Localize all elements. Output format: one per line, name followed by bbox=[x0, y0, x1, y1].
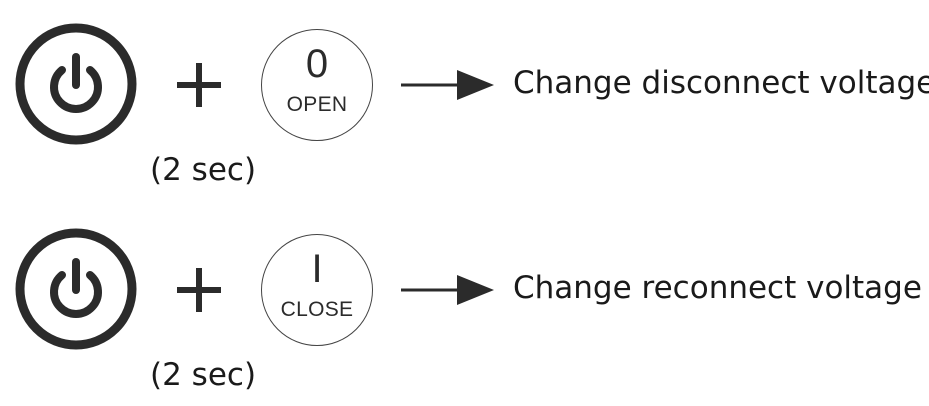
instruction-row-disconnect: 0 OPEN Change disconnect voltage (2 sec) bbox=[0, 0, 929, 200]
duration-label: (2 sec) bbox=[150, 357, 257, 393]
arrow-right-icon bbox=[399, 273, 495, 307]
arrow-right-icon bbox=[399, 68, 495, 102]
instruction-row-reconnect: I CLOSE Change reconnect voltage (2 sec) bbox=[0, 205, 929, 405]
close-key-label: CLOSE bbox=[280, 298, 354, 321]
plus-icon bbox=[172, 263, 226, 317]
power-icon bbox=[14, 22, 138, 146]
plus-icon bbox=[172, 58, 226, 112]
open-key-button: 0 OPEN bbox=[261, 29, 373, 141]
open-key-label: OPEN bbox=[286, 93, 348, 116]
power-icon bbox=[14, 227, 138, 351]
action-text-disconnect: Change disconnect voltage bbox=[513, 65, 929, 101]
open-key-symbol: 0 bbox=[305, 42, 329, 86]
close-key-button: I CLOSE bbox=[261, 234, 373, 346]
close-key-symbol: I bbox=[311, 247, 323, 291]
action-text-reconnect: Change reconnect voltage bbox=[513, 270, 922, 306]
duration-label: (2 sec) bbox=[150, 152, 257, 188]
